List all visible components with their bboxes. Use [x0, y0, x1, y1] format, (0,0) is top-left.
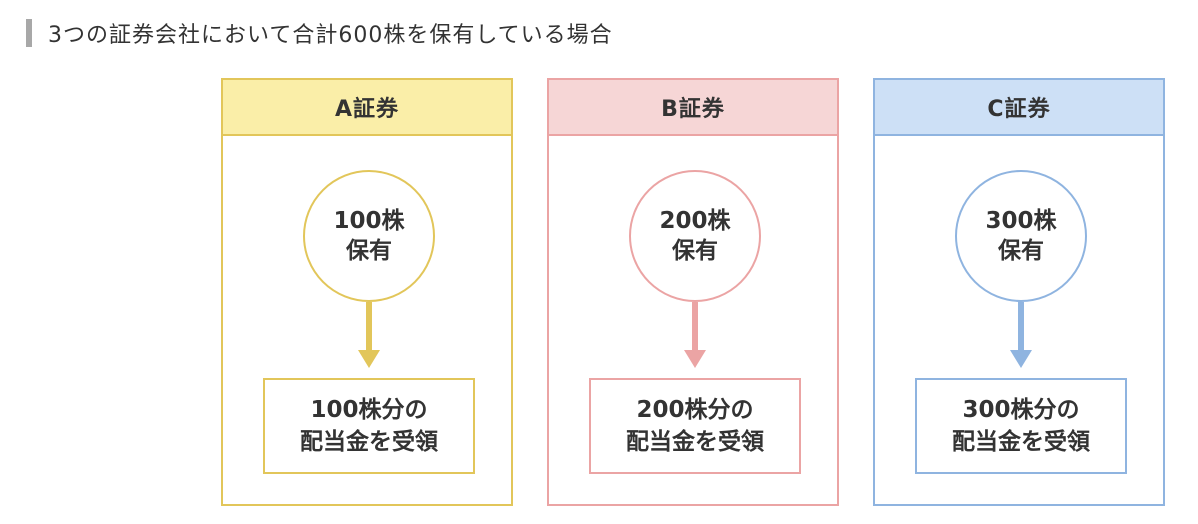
holding-shares: 100株: [333, 208, 405, 234]
broker-card-b: B証券 200株 保有 200株分の 配当金を受領: [547, 78, 839, 506]
dividend-result-box: 300株分の 配当金を受領: [915, 378, 1127, 474]
down-arrow-shaft: [366, 302, 372, 352]
heading-text: 3つの証券会社において合計600株を保有している場合: [48, 23, 613, 48]
card-title: C証券: [875, 80, 1163, 136]
result-line-2: 配当金を受領: [626, 429, 764, 455]
dividend-result-box: 200株分の 配当金を受領: [589, 378, 801, 474]
result-line-2: 配当金を受領: [952, 429, 1090, 455]
card-title: A証券: [223, 80, 511, 136]
holding-shares: 300株: [985, 208, 1057, 234]
down-arrow-shaft: [1018, 302, 1024, 352]
card-title: B証券: [549, 80, 837, 136]
down-arrow-icon: [358, 350, 380, 368]
heading-accent-bar: [26, 19, 32, 47]
holding-circle: 100株 保有: [303, 170, 435, 302]
holding-circle: 300株 保有: [955, 170, 1087, 302]
holding-circle: 200株 保有: [629, 170, 761, 302]
broker-card-c: C証券 300株 保有 300株分の 配当金を受領: [873, 78, 1165, 506]
result-line-1: 300株分の: [962, 397, 1080, 423]
result-line-1: 200株分の: [636, 397, 754, 423]
result-line-1: 100株分の: [310, 397, 428, 423]
down-arrow-icon: [1010, 350, 1032, 368]
down-arrow-icon: [684, 350, 706, 368]
broker-card-a: A証券 100株 保有 100株分の 配当金を受領: [221, 78, 513, 506]
holding-label: 保有: [346, 238, 392, 264]
section-heading: 3つの証券会社において合計600株を保有している場合: [26, 18, 613, 48]
holding-label: 保有: [998, 238, 1044, 264]
holding-shares: 200株: [659, 208, 731, 234]
holding-label: 保有: [672, 238, 718, 264]
result-line-2: 配当金を受領: [300, 429, 438, 455]
dividend-result-box: 100株分の 配当金を受領: [263, 378, 475, 474]
down-arrow-shaft: [692, 302, 698, 352]
